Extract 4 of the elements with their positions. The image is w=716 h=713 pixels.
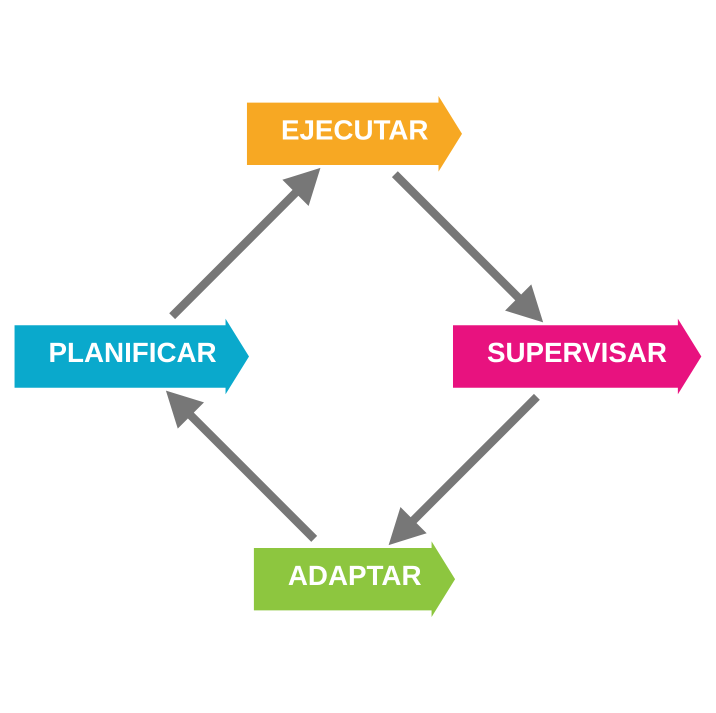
arrow xyxy=(166,390,318,542)
arrow xyxy=(169,168,320,320)
arrow xyxy=(388,394,540,546)
arrow xyxy=(392,171,544,322)
